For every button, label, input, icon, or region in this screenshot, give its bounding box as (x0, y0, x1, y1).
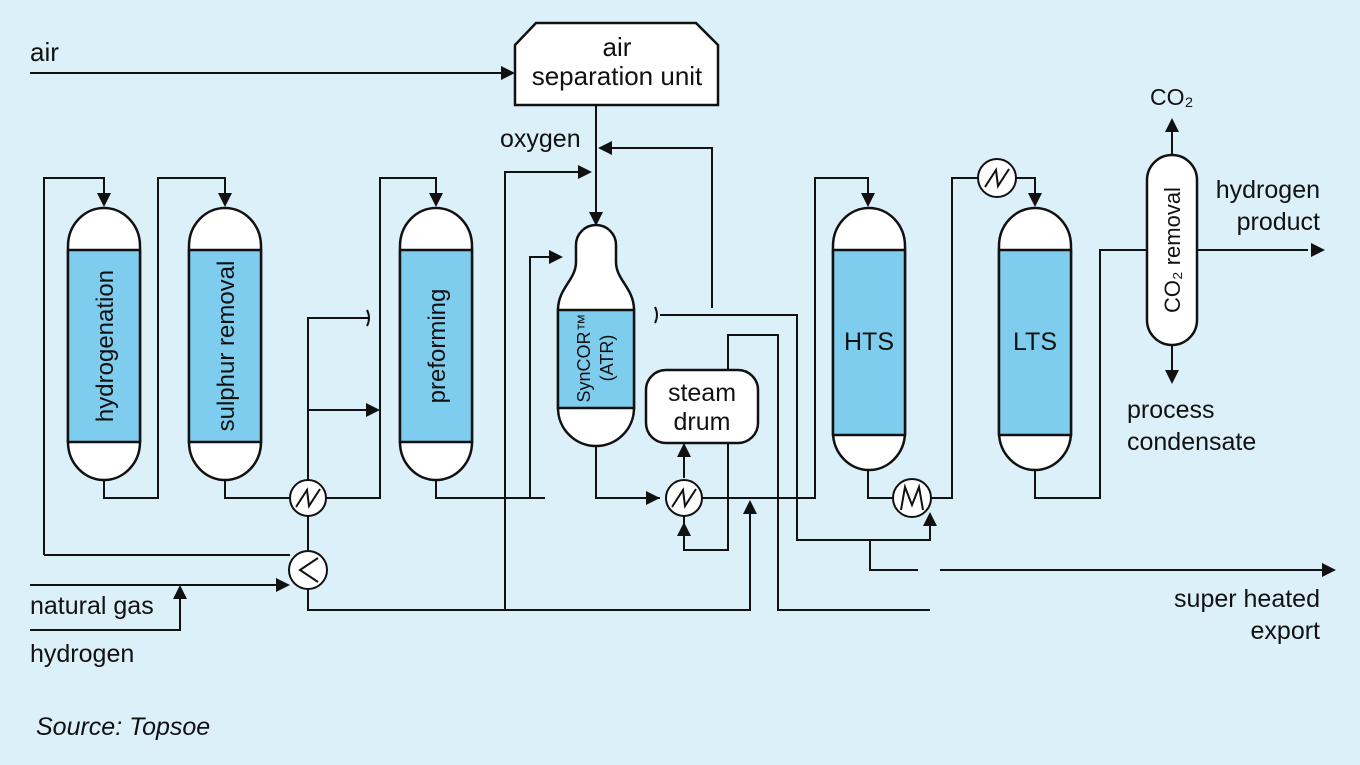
steam-drum: steam drum (644, 368, 760, 445)
heat-exchanger-feed (288, 550, 328, 590)
asu-label-line1: air (603, 32, 632, 62)
co2-removal-label: CO₂ removal (1160, 187, 1185, 313)
preforming-reactor: preforming (398, 206, 474, 482)
lts-label: LTS (1013, 328, 1057, 356)
atr-label-line2: (ATR) (597, 335, 617, 382)
hydrogen-feed-label: hydrogen (30, 640, 134, 668)
sulphur-removal-reactor: sulphur removal (187, 206, 263, 482)
atr-label-line1: SynCOR™ (574, 313, 594, 402)
asu-label-line2: separation unit (532, 61, 703, 91)
process-lines (30, 72, 1322, 631)
stream-labels: air oxygen CO₂ hydrogen product process … (30, 37, 1320, 668)
hydrogenation-reactor: hydrogenation (66, 206, 142, 482)
hydrogen-product-label-line2: product (1237, 208, 1320, 236)
preforming-label: preforming (424, 289, 451, 404)
flow-arrows (97, 66, 1336, 599)
oxygen-label: oxygen (500, 125, 581, 153)
co2-output-label: CO₂ (1150, 84, 1193, 110)
super-heated-export-label-line1: super heated (1174, 585, 1320, 613)
line-crossings (366, 306, 658, 327)
steam-drum-label-line2: drum (674, 408, 731, 436)
sulphur-removal-label: sulphur removal (213, 261, 240, 432)
hts-label: HTS (844, 328, 894, 356)
heat-exchanger-waste-heat (665, 479, 703, 517)
co2-removal-unit: CO₂ removal (1145, 153, 1199, 347)
natural-gas-label: natural gas (30, 592, 154, 620)
source-credit: Source: Topsoe (36, 713, 210, 741)
process-condensate-label-line2: condensate (1127, 428, 1256, 456)
air-label: air (30, 37, 59, 67)
air-separation-unit: air separation unit (513, 21, 720, 107)
steam-drum-label-line1: steam (668, 379, 736, 407)
super-heated-export-label-line2: export (1251, 617, 1321, 645)
hydrogen-product-label-line1: hydrogen (1216, 176, 1320, 204)
heat-exchanger-lts (977, 158, 1017, 198)
process-condensate-label-line1: process (1127, 396, 1215, 424)
hts-reactor: HTS (831, 206, 907, 472)
lts-reactor: LTS (997, 206, 1073, 472)
heat-exchanger-1 (289, 479, 327, 517)
atr-reactor: SynCOR™ (ATR) (556, 223, 636, 448)
hydrogenation-label: hydrogenation (92, 270, 119, 422)
heat-exchanger-hts (892, 478, 932, 518)
